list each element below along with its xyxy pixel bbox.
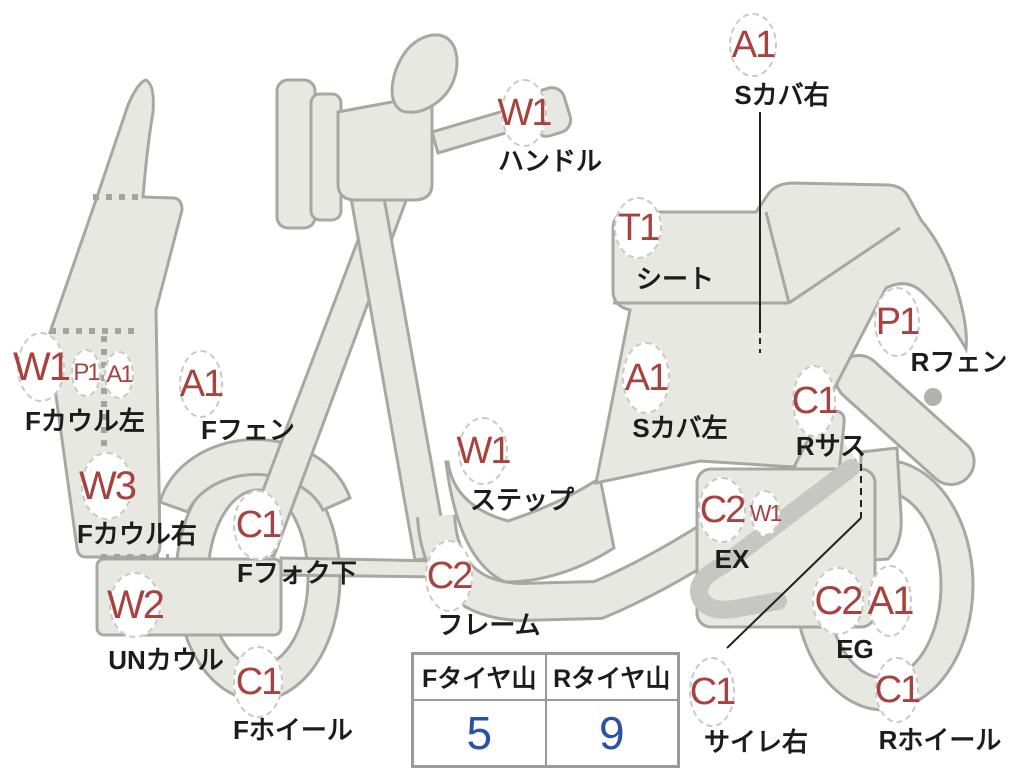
part-label: Fカウル左 xyxy=(25,406,145,436)
damage-badge: W1 xyxy=(13,332,71,402)
damage-badge: C2 xyxy=(812,567,864,635)
damage-code: A1 xyxy=(624,357,670,399)
frame-down-tube xyxy=(349,196,450,562)
damage-badge: A1 xyxy=(179,350,225,418)
front-cowl xyxy=(46,78,184,559)
cowl-seam-lines xyxy=(50,194,169,560)
damage-badge: W2 xyxy=(107,572,165,638)
rear-tire-tread-header: Rタイヤ山 xyxy=(544,652,680,701)
damage-badge: W3 xyxy=(79,452,137,520)
damage-code: C1 xyxy=(689,671,737,713)
damage-code: C1 xyxy=(874,669,922,711)
headlight-shroud-outer xyxy=(275,78,317,230)
part-label: Rホイール xyxy=(878,725,1002,755)
muffler-bolt xyxy=(924,388,942,406)
callout-line-silencer xyxy=(726,464,862,649)
mirror xyxy=(390,33,459,114)
front-tire-tread-header: Fタイヤ山 xyxy=(411,652,547,701)
damage-code: W1 xyxy=(13,345,71,389)
part-label: ステップ xyxy=(469,485,575,515)
damage-code: W1 xyxy=(456,430,512,472)
part-label: UNカウル xyxy=(108,645,224,675)
front-tire-tread-value: 5 xyxy=(411,698,547,768)
damage-code: W3 xyxy=(79,464,137,508)
part-label: Rサス xyxy=(795,431,867,461)
damage-code: W1 xyxy=(497,92,553,134)
damage-badge: A1 xyxy=(867,565,915,637)
damage-badge: C1 xyxy=(233,490,283,560)
damage-badge: C1 xyxy=(874,657,922,723)
damage-badge: C2 xyxy=(425,540,473,612)
damage-code: A1 xyxy=(867,579,915,623)
damage-code: P1 xyxy=(73,359,100,386)
damage-badge: W1 xyxy=(498,79,553,147)
damage-badge: T1 xyxy=(614,197,662,259)
part-label: Sカバ左 xyxy=(632,413,728,443)
rear-tire-tread-value: 9 xyxy=(544,698,680,768)
damage-badge: P1 xyxy=(71,349,101,397)
damage-badge: A1 xyxy=(622,342,670,414)
damage-badge: W1 xyxy=(749,490,782,536)
damage-badge: W1 xyxy=(456,417,512,485)
damage-code: P1 xyxy=(875,301,921,343)
part-label: EG xyxy=(836,634,874,664)
part-label: Fカウル右 xyxy=(77,519,197,549)
damage-code: A1 xyxy=(106,361,133,388)
damage-code: C2 xyxy=(426,555,474,597)
part-label: Fフォク下 xyxy=(237,558,357,588)
damage-badge: C1 xyxy=(689,657,737,727)
damage-badge: C1 xyxy=(791,365,839,437)
damage-code: W2 xyxy=(107,583,165,627)
part-label: ハンドル xyxy=(497,146,603,176)
part-label: Sカバ右 xyxy=(734,80,830,110)
step-panel xyxy=(444,460,616,584)
damage-code: C2 xyxy=(814,579,863,623)
damage-code: T1 xyxy=(617,207,660,249)
part-label: Rフェン xyxy=(910,347,1008,377)
part-label: EX xyxy=(714,544,750,574)
part-label: フレーム xyxy=(437,610,541,640)
damage-badge: P1 xyxy=(874,287,920,357)
damage-code: A1 xyxy=(731,24,777,66)
tire-tread-table: Fタイヤ山 Rタイヤ山 5 9 xyxy=(411,652,680,768)
part-label: サイレ右 xyxy=(703,727,809,757)
damage-code: A1 xyxy=(179,363,225,405)
part-label: シート xyxy=(635,264,715,294)
exhaust-pipe xyxy=(690,459,860,619)
damage-badge: A1 xyxy=(104,351,134,399)
damage-badge: C1 xyxy=(233,646,283,718)
damage-code: C2 xyxy=(699,489,747,531)
part-label: Fホイール xyxy=(233,715,353,745)
damage-code: W1 xyxy=(749,499,782,526)
part-label: Fフェン xyxy=(201,415,295,445)
damage-code: C1 xyxy=(235,661,283,703)
damage-badge: A1 xyxy=(729,13,777,77)
damage-code: C1 xyxy=(791,380,839,422)
damage-badge: C2 xyxy=(698,477,746,543)
damage-code: C1 xyxy=(235,504,283,546)
